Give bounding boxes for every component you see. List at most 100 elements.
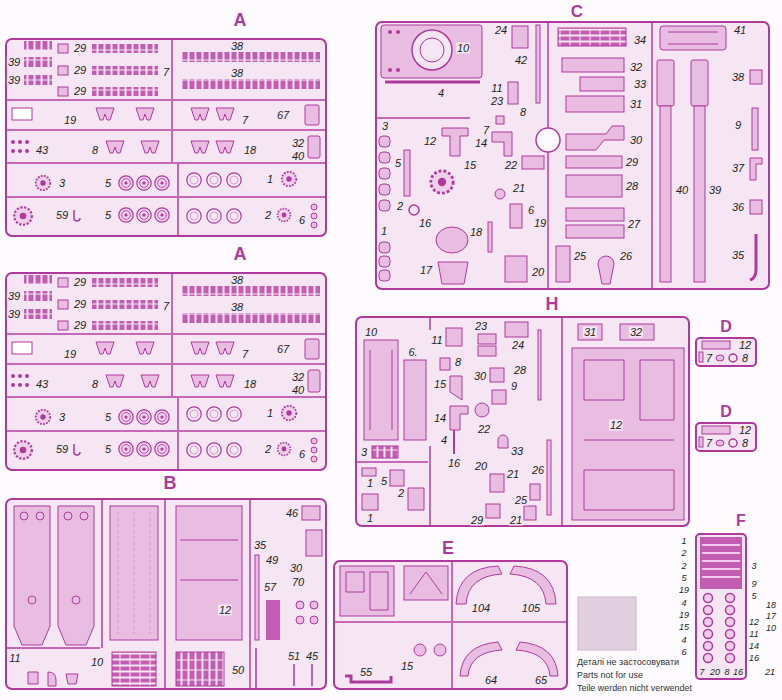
sprue-h-parts [453,430,455,454]
sprue-b-parts [20,512,88,604]
part-number: 11 [490,83,503,94]
sprue-a-parts [311,204,317,228]
sprue-c-parts [495,189,505,199]
part-number: 23 [474,321,488,332]
sprue-letter: C [570,2,584,19]
part-number: 21 [512,183,526,194]
sprue-h-parts [475,403,489,417]
sprue-c-parts [379,256,390,267]
part-number: 10 [364,327,378,338]
part-number: 35 [731,250,745,261]
part-number: 5 [750,592,757,601]
sprue-b-parts [28,672,78,686]
part-number: 15 [463,160,477,171]
part-number: 40 [675,185,689,196]
part-number: 26 [619,251,633,262]
part-number: 39 [7,75,21,86]
sprue-f-parts [695,533,747,680]
sprue-a-parts [137,176,151,190]
sprue-a-parts [136,108,154,120]
sprue-b-parts [112,652,156,686]
sprue-c-parts [404,150,410,196]
sprue-c-parts [379,242,390,253]
part-number: 34 [633,35,647,46]
part-number: 7 [698,668,705,677]
sprue-c-parts [420,38,444,62]
sprue-c-parts [438,262,468,284]
sprue-c-parts [752,108,758,150]
sprue-a-parts [119,208,133,222]
sprue-b-parts [296,601,304,609]
part-number: 9 [734,120,742,131]
part-number: 21 [506,469,520,480]
sprue-b-parts [176,652,224,686]
part-number: 1 [366,513,374,524]
sprue-letter: F [735,513,747,529]
part-number: 12 [738,340,752,351]
sprue-h-parts [364,340,398,440]
sprue-h-parts [490,474,504,492]
part-number: 50 [231,665,245,676]
sprue-a-parts [227,173,241,187]
part-number: 29 [73,299,87,310]
sprue-c-parts [388,68,392,72]
sprue-d-parts [729,354,737,362]
sprue-a-parts [187,209,201,223]
part-number: 8 [741,353,749,364]
part-number: 8 [91,379,99,390]
sprue-a-parts [92,44,158,53]
part-number: 5 [394,158,402,169]
part-number: 4 [680,636,687,645]
sprue-h-parts [357,318,562,525]
part-number: 29 [73,320,87,331]
part-number: 37 [731,163,745,174]
sprue-a-parts [18,140,22,144]
sprue-b-parts [306,530,322,556]
part-number: 39 [7,57,21,68]
part-number: 15 [400,661,414,672]
part-number: 20 [709,668,721,677]
part-number: 24 [511,340,525,351]
part-number: 28 [625,181,639,192]
sprue-b-parts [180,540,238,580]
part-number: 11 [748,630,759,639]
sprue-c-parts [691,60,708,106]
sprue-e-parts [410,572,442,594]
sprue-b-parts [80,512,88,520]
part-number: 6 [527,205,535,216]
note-text: Parts not for use [577,671,643,680]
part-number: 8 [91,145,99,156]
part-number: 7 [482,125,490,136]
sprue-h-parts [505,322,528,337]
part-number: 16 [748,654,760,663]
sprue-c-parts [558,28,626,46]
sprue-b-parts [118,512,150,634]
sprue-h-parts [362,494,378,510]
part-number: 4 [440,435,448,446]
part-number: 16 [418,218,432,229]
part-number: 25 [514,495,528,506]
sprue-c-parts [657,60,674,106]
part-number: 59 [55,210,69,221]
part-number: 39 [7,309,21,320]
sprue-d-parts [695,337,757,367]
part-number: 67 [276,344,290,355]
sprue-a-parts [58,66,68,75]
part-number: 67 [276,110,290,121]
part-number: 32 [291,372,305,383]
sprue-b-parts [256,648,312,688]
sprue-c-parts [431,171,453,193]
part-number: 4 [437,88,445,99]
sprue-letter: D [719,319,733,335]
sprue-h-parts [450,406,468,430]
part-number: 1 [680,537,687,546]
part-number: 15 [678,623,690,632]
part-number: 41 [733,25,747,36]
sprue-c-parts [377,23,652,288]
sprue-b-parts [20,512,28,520]
part-number: 3 [360,447,368,458]
sprue-a-parts [191,108,209,120]
sprue-h-parts [408,488,424,510]
sprue-c-parts [505,256,527,282]
